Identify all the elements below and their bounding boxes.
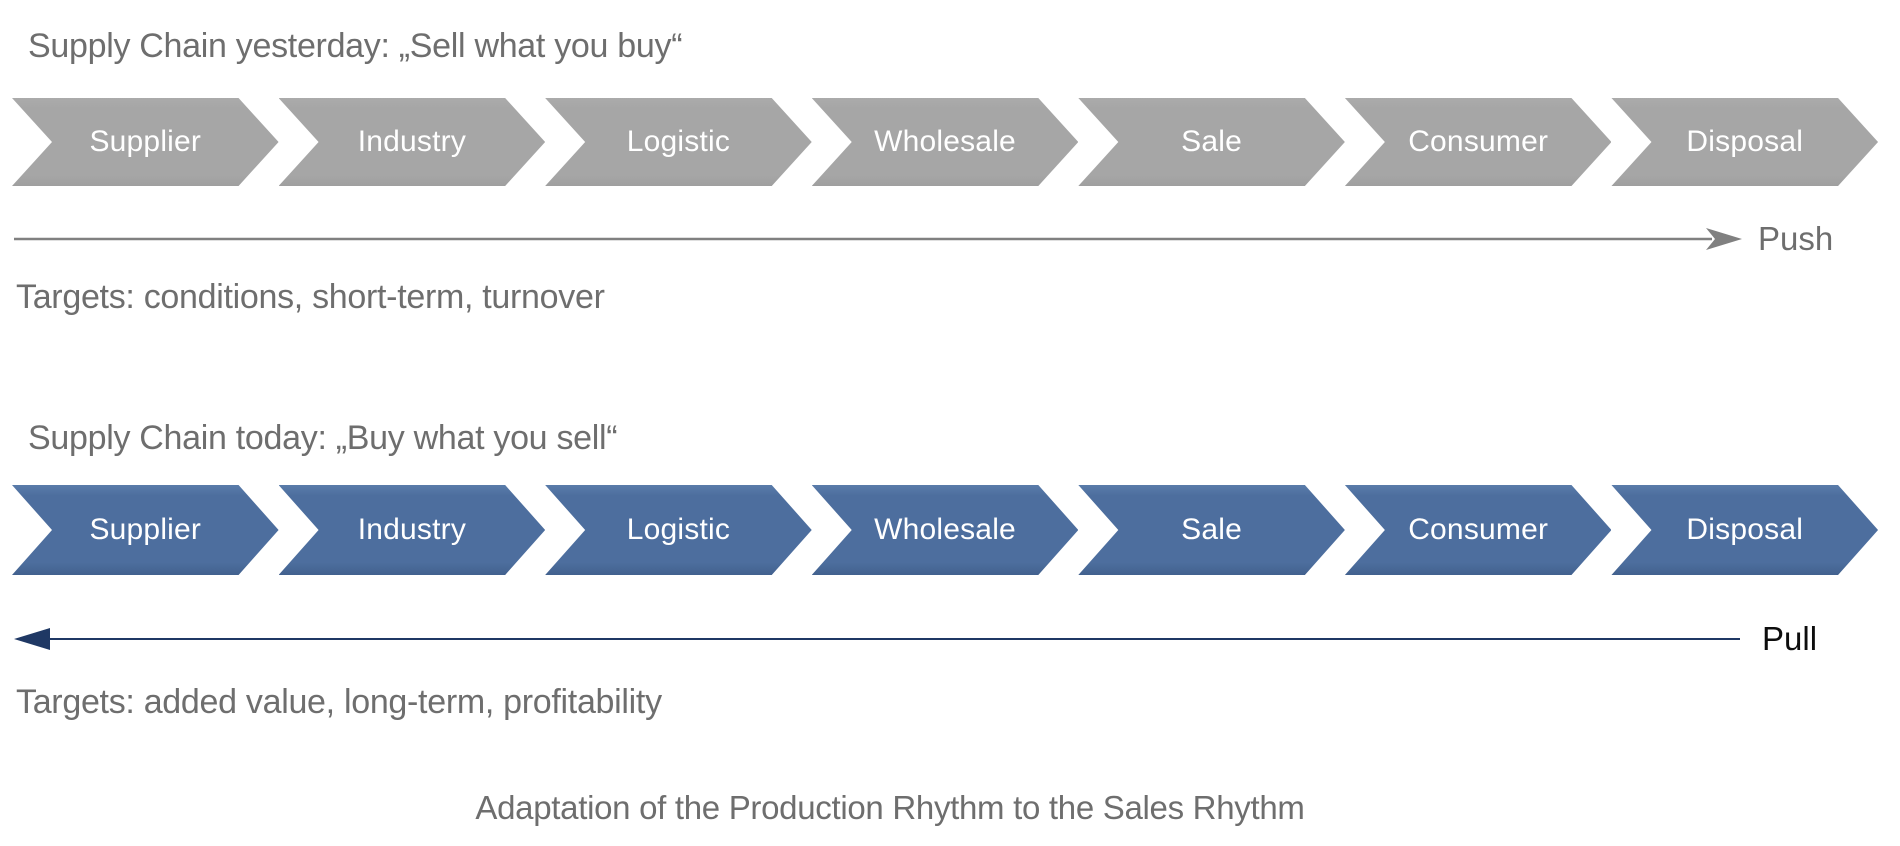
chevron-stage-label: Industry [357,125,467,158]
chevron-stage-supplier: Supplier [12,485,279,575]
chevron-stage-label: Supplier [89,513,202,546]
pull-arrow [14,628,1740,650]
chevron-stage-label: Disposal [1686,513,1804,546]
chevron-stage-label: Consumer [1408,125,1549,158]
chevron-stage-sale: Sale [1078,485,1345,575]
yesterday-chevron-row: Supplier Industry Logistic Wholesale Sale Con… [12,98,1878,186]
push-arrowhead-icon [1706,228,1742,250]
chevron-stage-sale: Sale [1078,98,1345,186]
push-arrow [14,228,1742,250]
chevron-stage-consumer: Consumer [1345,98,1612,186]
chevron-stage-disposal: Disposal [1611,485,1878,575]
chevron-stage-label: Sale [1181,125,1243,158]
pull-arrowhead-icon [14,628,50,650]
chevron-stage-label: Consumer [1408,513,1549,546]
today-targets-text: Targets: added value, long-term, profita… [16,683,662,721]
chevron-stage-label: Sale [1181,513,1243,546]
diagram-caption: Adaptation of the Production Rhythm to t… [475,789,1305,826]
chevron-stage-consumer: Consumer [1345,485,1612,575]
chevron-stage-disposal: Disposal [1611,98,1878,186]
chevron-stage-wholesale: Wholesale [812,485,1079,575]
chevron-stage-supplier: Supplier [12,98,279,186]
pull-label: Pull [1762,620,1818,657]
today-chevron-row: Supplier Industry Logistic Wholesale Sale Con… [12,485,1878,575]
chevron-stage-label: Logistic [626,125,731,158]
yesterday-section-title: Supply Chain yesterday: „Sell what you b… [28,27,683,65]
yesterday-targets-text: Targets: conditions, short-term, turnove… [16,278,605,316]
chevron-stage-wholesale: Wholesale [812,98,1079,186]
chevron-stage-logistic: Logistic [545,485,812,575]
chevron-stage-label: Supplier [89,125,202,158]
chevron-stage-label: Wholesale [874,125,1016,158]
chevron-stage-label: Industry [357,513,467,546]
chevron-stage-label: Logistic [626,513,731,546]
chevron-stage-industry: Industry [279,485,546,575]
chevron-stage-industry: Industry [279,98,546,186]
chevron-stage-label: Wholesale [874,513,1016,546]
chevron-stage-label: Disposal [1686,125,1804,158]
chevron-stage-logistic: Logistic [545,98,812,186]
today-section-title: Supply Chain today: „Buy what you sell“ [28,419,618,457]
push-label: Push [1758,220,1834,257]
